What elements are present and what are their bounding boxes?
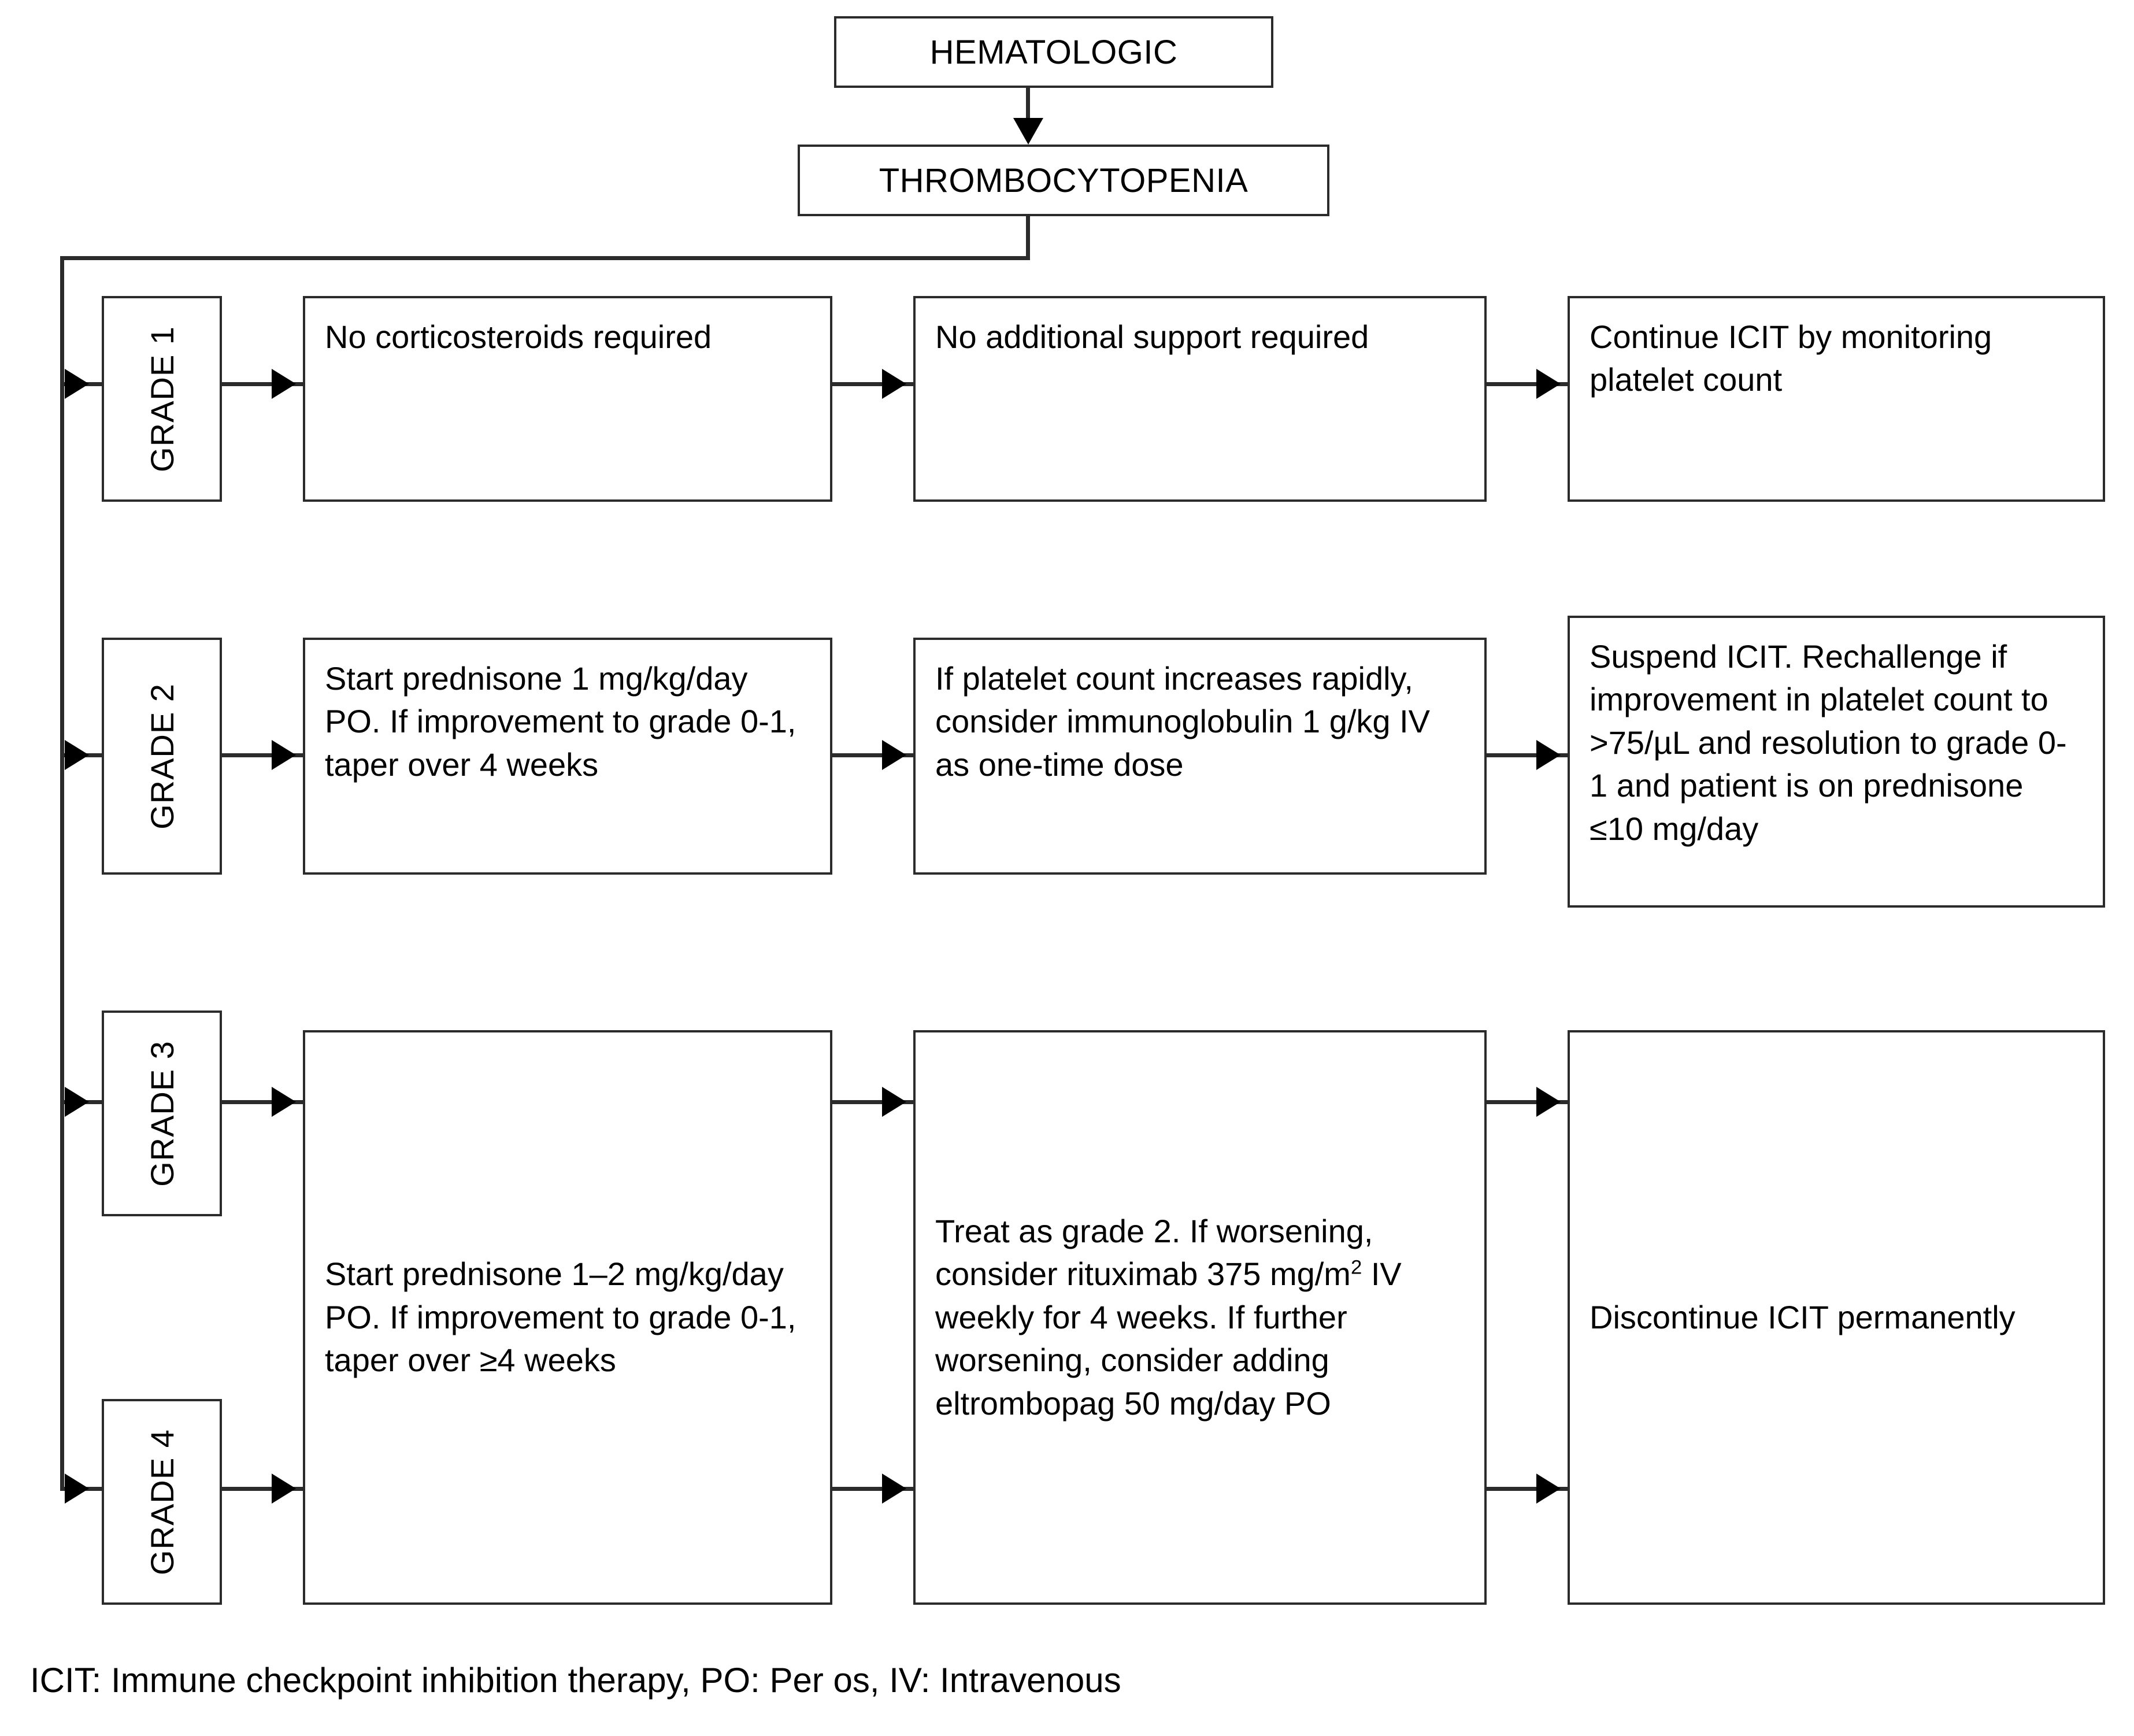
arrowhead-right-grade-4-support <box>882 1474 906 1504</box>
node-severe-support-text-pre: Treat as grade 2. If worsening, consider… <box>935 1212 1373 1293</box>
arrowhead-right-grade-4-action <box>1536 1474 1561 1504</box>
arrowhead-right-grade-1-action <box>1536 369 1561 399</box>
node-thrombocytopenia: THROMBOCYTOPENIA <box>798 145 1329 216</box>
arrowhead-right-to-grade-4 <box>65 1474 89 1504</box>
arrowhead-right-grade-3-action <box>1536 1087 1561 1117</box>
node-grade-1-support: No additional support required <box>913 296 1487 502</box>
connector-grade-2-to-action <box>1487 753 1568 757</box>
arrowhead-right-grade-3-corticosteroid <box>272 1087 296 1117</box>
connector-grade-4-to-corticosteroid <box>222 1487 303 1491</box>
arrowhead-down-to-thrombocytopenia <box>1013 118 1043 145</box>
grade-label-grade-2: GRADE 2 <box>102 638 222 875</box>
node-severe-support-text-superscript: 2 <box>1350 1256 1362 1279</box>
node-severe-support-text-post: IV weekly for 4 weeks. If further worsen… <box>935 1256 1402 1422</box>
node-grade-1-corticosteroid-text: No corticosteroids required <box>325 319 712 355</box>
node-grade-2-support: If platelet count increases rapidly, con… <box>913 638 1487 875</box>
grade-label-grade-2-text: GRADE 2 <box>143 683 180 830</box>
connector-grade-2-to-support <box>832 753 913 757</box>
grade-label-grade-1-text: GRADE 1 <box>143 325 180 472</box>
arrowhead-right-grade-1-corticosteroid <box>272 369 296 399</box>
grade-label-grade-3: GRADE 3 <box>102 1010 222 1216</box>
grade-label-grade-4-text: GRADE 4 <box>143 1428 180 1575</box>
node-grade-1-corticosteroid: No corticosteroids required <box>303 296 832 502</box>
connector-grade-3-to-action <box>1487 1100 1568 1104</box>
node-grade-1-action-text: Continue ICIT by monitoring platelet cou… <box>1590 319 1992 398</box>
node-hematologic: HEMATOLOGIC <box>834 16 1273 88</box>
node-grade-1-support-text: No additional support required <box>935 319 1369 355</box>
connector-grade-2-to-corticosteroid <box>222 753 303 757</box>
arrowhead-right-grade-4-corticosteroid <box>272 1474 296 1504</box>
arrowhead-right-grade-2-corticosteroid <box>272 740 296 770</box>
connector-grade-1-to-corticosteroid <box>222 382 303 386</box>
connector-hematologic-to-thrombocytopenia <box>1026 88 1030 123</box>
node-severe-corticosteroid-text: Start prednisone 1–2 mg/kg/day PO. If im… <box>325 1256 796 1379</box>
arrowhead-right-grade-3-support <box>882 1087 906 1117</box>
arrowhead-right-grade-2-support <box>882 740 906 770</box>
node-severe-corticosteroid: Start prednisone 1–2 mg/kg/day PO. If im… <box>303 1030 832 1605</box>
connector-grade-3-to-corticosteroid <box>222 1100 303 1104</box>
connector-grade-1-to-action <box>1487 382 1568 386</box>
connector-grade-3-to-support <box>832 1100 913 1104</box>
connector-grade-1-to-support <box>832 382 913 386</box>
arrowhead-right-to-grade-3 <box>65 1087 89 1117</box>
node-grade-2-corticosteroid-text: Start prednisone 1 mg/kg/day PO. If impr… <box>325 660 796 783</box>
node-grade-2-support-text: If platelet count increases rapidly, con… <box>935 660 1431 783</box>
connector-grade-trunk <box>60 256 64 1489</box>
node-severe-action-text: Discontinue ICIT permanently <box>1590 1298 2016 1335</box>
arrowhead-right-grade-1-support <box>882 369 906 399</box>
node-severe-support-text: Treat as grade 2. If worsening, consider… <box>935 1210 1465 1425</box>
node-severe-support: Treat as grade 2. If worsening, consider… <box>913 1030 1487 1605</box>
node-thrombocytopenia-label: THROMBOCYTOPENIA <box>879 161 1248 199</box>
abbreviations-footnote: ICIT: Immune checkpoint inhibition thera… <box>30 1661 1121 1700</box>
connector-bracket-horizontal <box>60 256 1030 260</box>
arrowhead-right-grade-2-action <box>1536 740 1561 770</box>
node-grade-1-action: Continue ICIT by monitoring platelet cou… <box>1568 296 2105 502</box>
node-grade-2-action: Suspend ICIT. Rechallenge if improvement… <box>1568 616 2105 908</box>
grade-label-grade-4: GRADE 4 <box>102 1399 222 1605</box>
node-grade-2-action-text: Suspend ICIT. Rechallenge if improvement… <box>1590 638 2067 847</box>
grade-label-grade-1: GRADE 1 <box>102 296 222 502</box>
node-hematologic-label: HEMATOLOGIC <box>929 33 1178 71</box>
arrowhead-right-to-grade-1 <box>65 369 89 399</box>
grade-label-grade-3-text: GRADE 3 <box>143 1040 180 1187</box>
connector-thrombocytopenia-stem <box>1026 216 1030 260</box>
node-severe-action: Discontinue ICIT permanently <box>1568 1030 2105 1605</box>
node-grade-2-corticosteroid: Start prednisone 1 mg/kg/day PO. If impr… <box>303 638 832 875</box>
arrowhead-right-to-grade-2 <box>65 740 89 770</box>
connector-grade-4-to-action <box>1487 1487 1568 1491</box>
connector-grade-4-to-support <box>832 1487 913 1491</box>
